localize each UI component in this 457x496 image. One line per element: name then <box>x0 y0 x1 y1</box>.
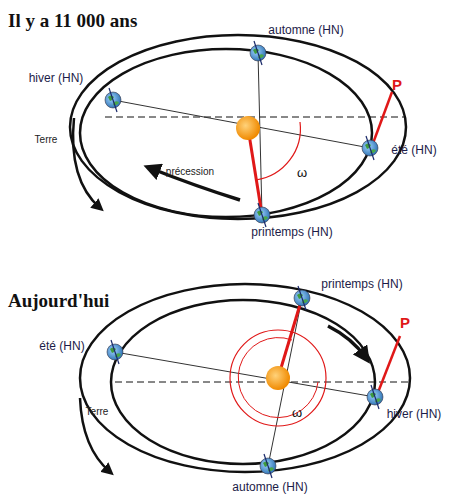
omega-label: ω <box>292 406 302 419</box>
earth-label: Terre <box>35 135 58 145</box>
season-label: été (HN) <box>391 144 436 156</box>
season-label: hiver (HN) <box>387 408 442 420</box>
season-label: automne (HN) <box>232 481 307 493</box>
orbit-top <box>70 35 406 227</box>
season-label: automne (HN) <box>268 24 343 36</box>
season-label: été (HN) <box>39 340 84 352</box>
season-label: hiver (HN) <box>29 72 84 84</box>
earth-label: Terre <box>86 407 109 417</box>
omega-label: ω <box>297 166 307 179</box>
season-label: printemps (HN) <box>321 278 402 290</box>
perihelion-label: P <box>400 315 410 330</box>
season-label: printemps (HN) <box>251 226 332 238</box>
panel-title: Aujourd'hui <box>8 291 109 310</box>
orbit-bottom <box>80 284 410 478</box>
perihelion-label: P <box>392 77 402 92</box>
panel-title: Il y a 11 000 ans <box>8 11 137 30</box>
precession-label: précession <box>166 167 214 177</box>
